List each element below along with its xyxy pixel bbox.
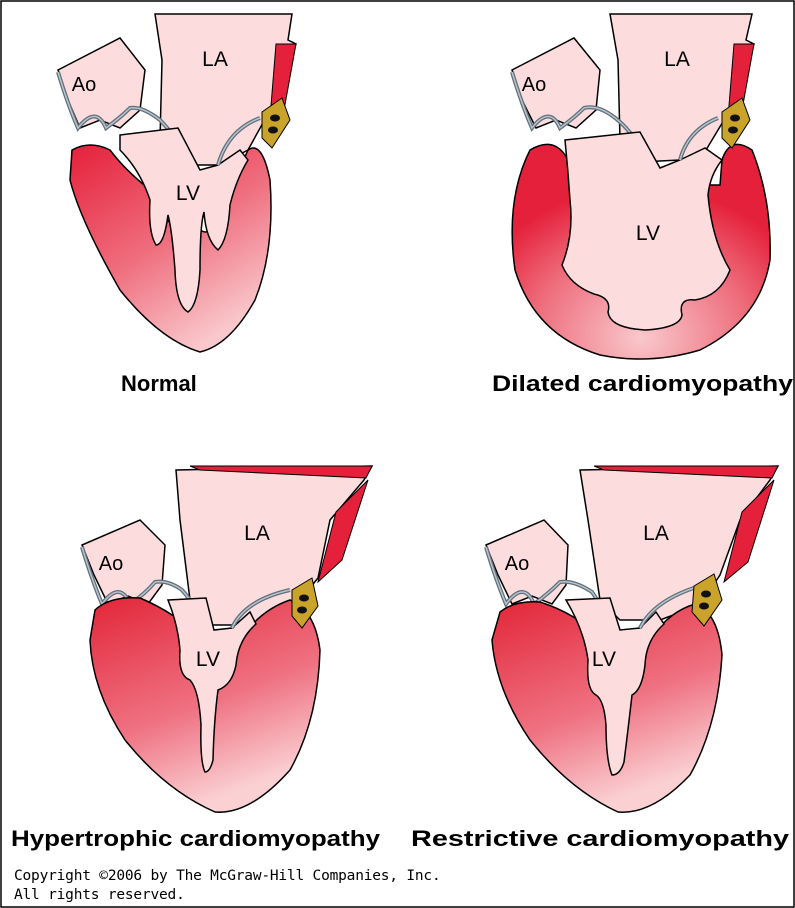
label-ao-normal: Ao bbox=[72, 74, 96, 96]
label-la-dilated: LA bbox=[664, 48, 690, 71]
heart-restrictive bbox=[486, 466, 778, 812]
copyright-line-1: Copyright ©2006 by The McGraw-Hill Compa… bbox=[14, 868, 441, 884]
caption-restrictive: Restrictive cardiomyopathy bbox=[411, 826, 790, 851]
label-ao-restrictive: Ao bbox=[505, 553, 529, 575]
label-lv-normal: LV bbox=[176, 182, 200, 205]
label-la-hypertrophic: LA bbox=[244, 522, 270, 545]
label-ao-hypertrophic: Ao bbox=[99, 553, 123, 575]
label-lv-hypertrophic: LV bbox=[196, 648, 220, 671]
caption-hypertrophic: Hypertrophic cardiomyopathy bbox=[11, 826, 381, 851]
copyright-line-2: All rights reserved. bbox=[14, 887, 185, 903]
label-lv-restrictive: LV bbox=[592, 648, 616, 671]
heart-dilated bbox=[512, 14, 770, 359]
label-ao-dilated: Ao bbox=[522, 74, 546, 96]
caption-dilated: Dilated cardiomyopathy bbox=[492, 371, 794, 396]
heart-hypertrophic bbox=[82, 466, 372, 812]
caption-normal: Normal bbox=[121, 371, 197, 396]
label-lv-dilated: LV bbox=[636, 222, 660, 245]
label-la-normal: LA bbox=[202, 48, 228, 71]
label-la-restrictive: LA bbox=[643, 522, 669, 545]
